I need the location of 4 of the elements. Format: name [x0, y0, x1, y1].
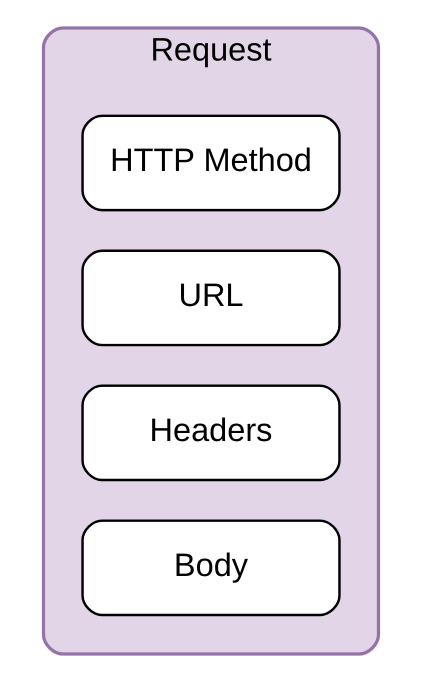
node-box: Body [80, 519, 340, 616]
node-box: Headers [80, 384, 340, 482]
node-box: URL [80, 250, 340, 346]
node-box: HTTP Method [80, 114, 340, 212]
